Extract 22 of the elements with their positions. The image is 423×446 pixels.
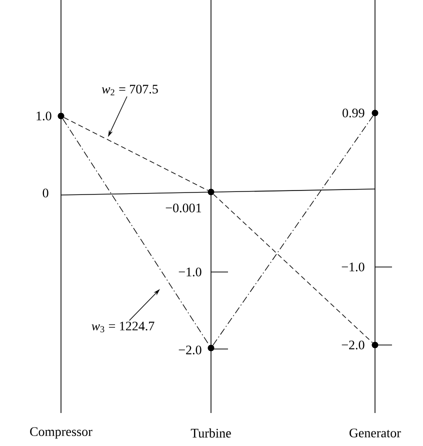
scale-value: −1.0 [342,262,364,272]
plot-line [64,117,208,191]
axis-title: Generator [350,428,401,438]
scale-value: −2.0 [342,340,364,350]
data-point [208,188,214,196]
data-point [208,344,214,352]
plot-line [62,118,210,346]
scale-value: 1.0 [36,112,52,120]
data-point [372,110,378,116]
scale-value: 0 [42,188,48,198]
scale-value: −2.0 [178,346,202,354]
weight-label: w$_{3}$ = 1224.7 [90,320,156,334]
scale-value: −1.0 [178,268,202,276]
axis-title: Compressor [30,427,92,439]
scale-value: 0.99 [342,108,364,118]
plot-line [213,194,373,343]
data-point [58,112,64,120]
weight-label: w$_{2}$ = 707.5 [100,84,160,96]
plot-line [212,115,374,346]
data-point [372,342,378,348]
scale-value: −0.001 [166,204,202,212]
axis-title: Turbine [190,428,231,438]
